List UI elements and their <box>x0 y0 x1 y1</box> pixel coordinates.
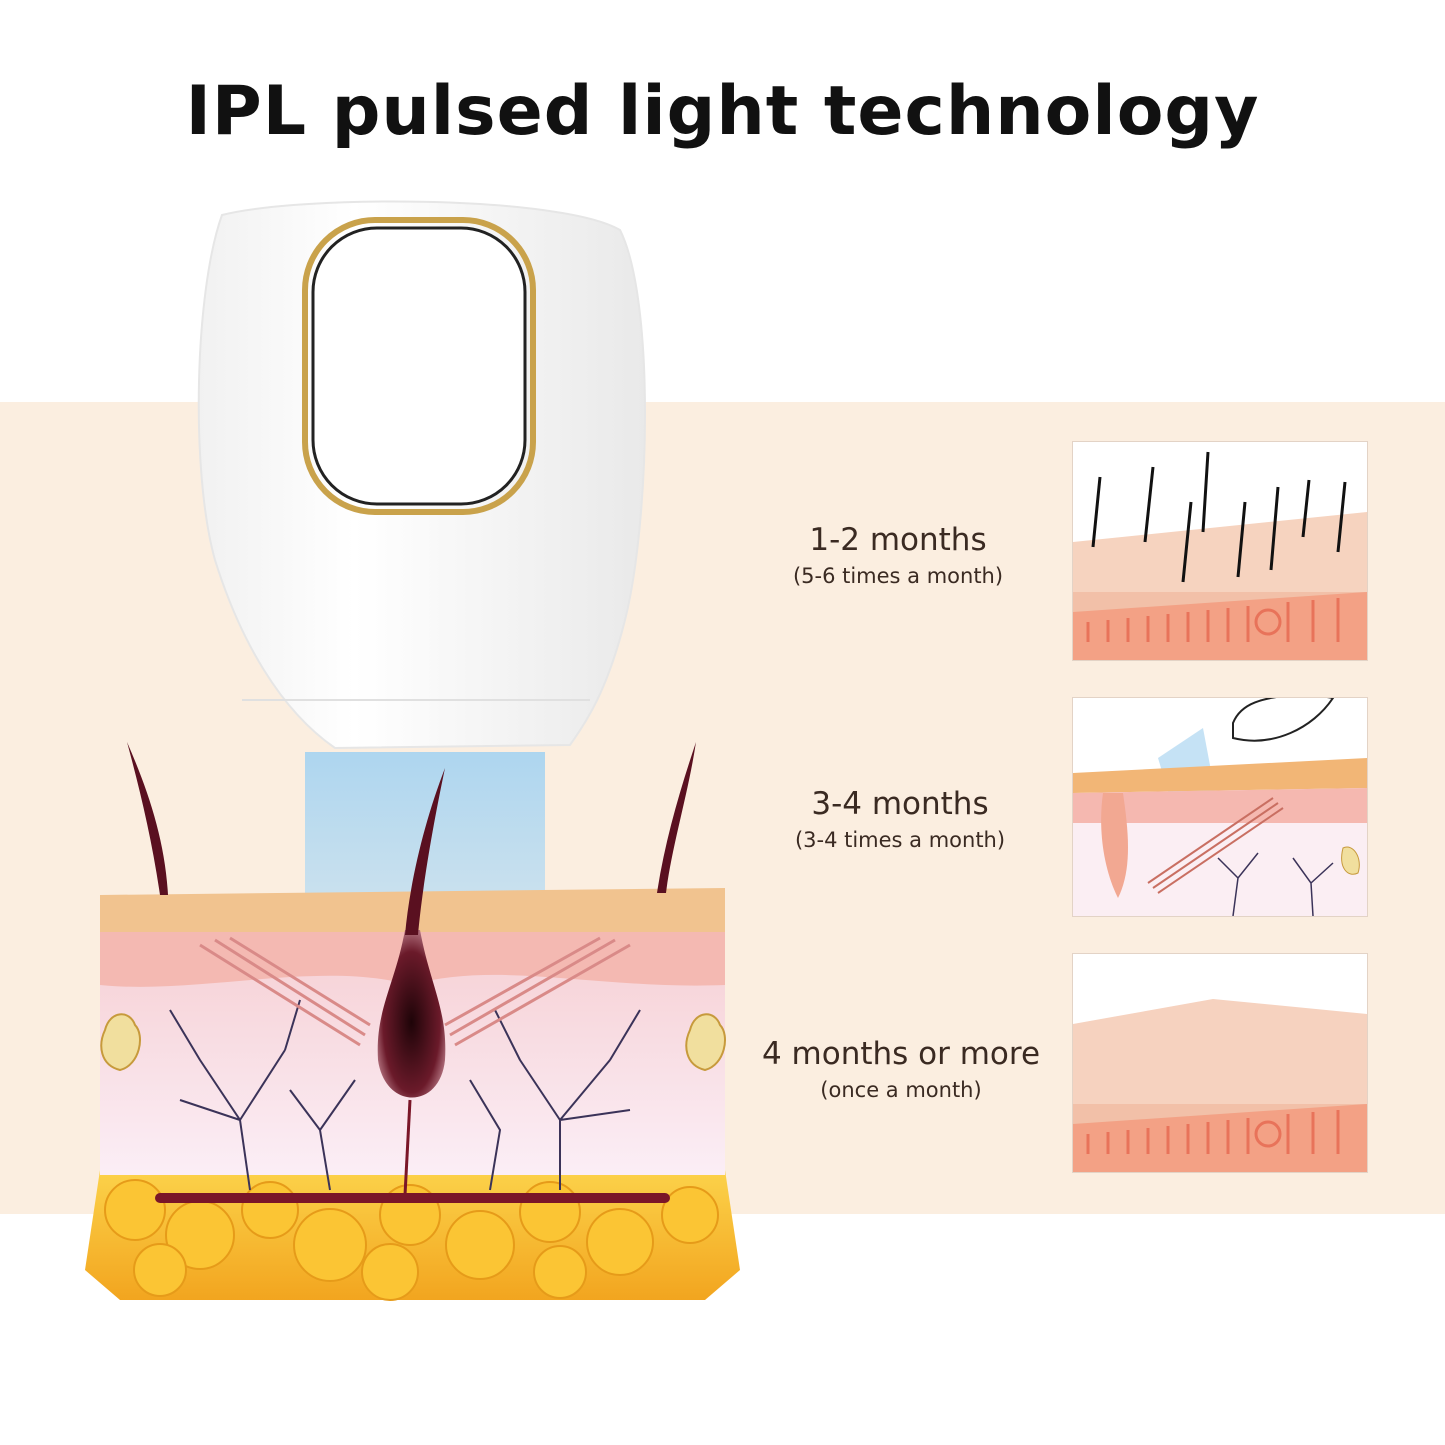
stage-2-thumbnail <box>1072 697 1368 917</box>
sebaceous-gland-right <box>685 1013 726 1072</box>
stage-2-frequency: (3-4 times a month) <box>794 828 1006 852</box>
fat-layer <box>85 1170 740 1301</box>
stage-1-frequency: (5-6 times a month) <box>792 564 1004 588</box>
stage-3-label: 4 months or more <box>761 1036 1041 1072</box>
stage-2-text: 3-4 months (3-4 times a month) <box>730 786 1070 852</box>
stage-3-text: 4 months or more (once a month) <box>731 1036 1071 1102</box>
nerve-branches <box>169 999 641 1191</box>
device-button-ring <box>302 217 536 515</box>
stage-3-thumbnail <box>1072 953 1368 1173</box>
stage-1-thumbnail <box>1072 441 1368 661</box>
hair-follicle <box>377 768 446 1196</box>
device-flash-button <box>311 226 527 506</box>
stage-3-frequency: (once a month) <box>820 1078 982 1102</box>
hair-left <box>127 742 168 895</box>
blood-vessel <box>155 1193 670 1203</box>
stage-2-label: 3-4 months <box>811 786 989 822</box>
ipl-device <box>197 200 646 750</box>
page-title: IPL pulsed light technology <box>185 72 1260 151</box>
sebaceous-gland-left <box>100 1013 141 1072</box>
hair-right <box>657 742 696 893</box>
skin-cross-section-illustration <box>85 200 740 1301</box>
stage-1-label: 1-2 months <box>809 522 987 558</box>
stage-1-text: 1-2 months (5-6 times a month) <box>728 522 1068 588</box>
arrector-muscles <box>199 936 631 1047</box>
